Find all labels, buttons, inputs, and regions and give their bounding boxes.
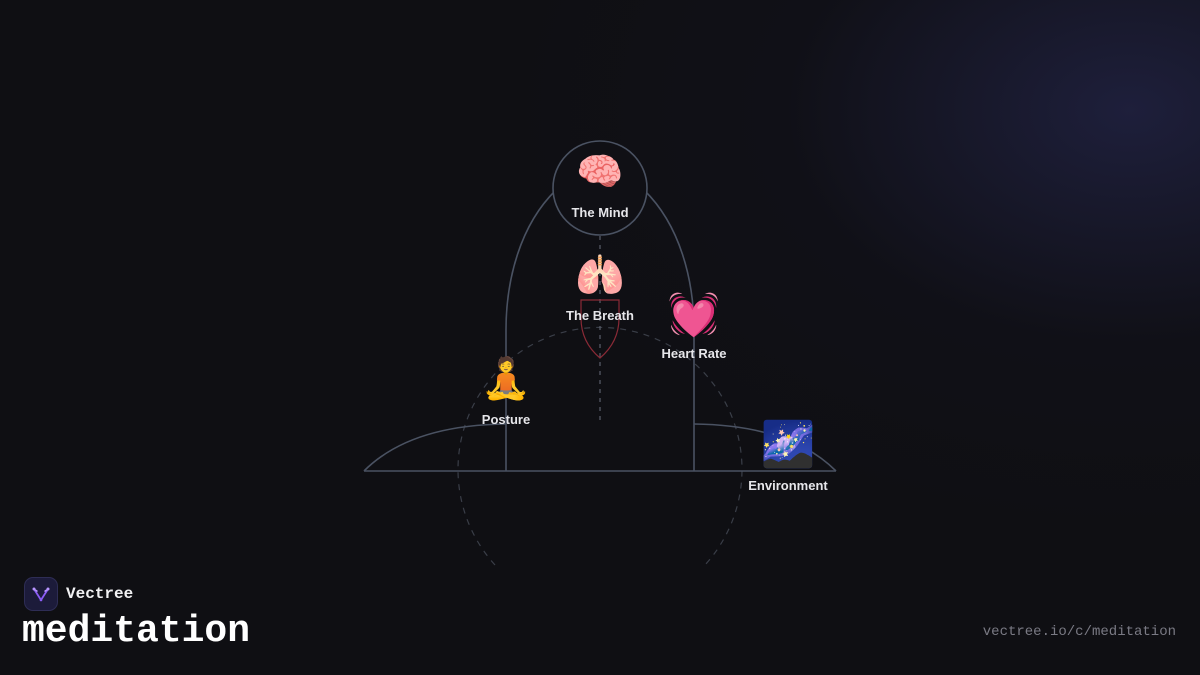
footer-url[interactable]: vectree.io/c/meditation (982, 624, 1176, 640)
vectree-logo-mark (32, 587, 50, 602)
node-the-mind[interactable]: 🧠 The Mind (571, 150, 628, 221)
node-heart-rate[interactable]: 💓 Heart Rate (661, 290, 726, 362)
node-label-the-breath: The Breath (566, 308, 634, 323)
node-the-breath[interactable]: 🫁 The Breath (566, 253, 634, 323)
node-label-posture: Posture (482, 412, 530, 427)
lungs-icon: 🫁 (575, 253, 625, 299)
brand-name: Vectree (66, 585, 134, 603)
node-label-environment: Environment (748, 478, 828, 493)
brand[interactable]: Vectree (24, 577, 133, 611)
milky-way-icon: 🌌 (761, 419, 816, 470)
beating-heart-icon: 💓 (668, 290, 720, 339)
brain-icon: 🧠 (576, 150, 623, 194)
right-shoulder-outline (693, 423, 837, 472)
heart-outline (580, 299, 620, 359)
node-posture[interactable]: 🧘 Posture (481, 355, 531, 427)
meditating-person-icon: 🧘 (481, 355, 531, 402)
left-shoulder-outline (363, 423, 507, 472)
node-label-heart-rate: Heart Rate (661, 346, 726, 361)
head-circle (552, 140, 648, 236)
node-label-the-mind: The Mind (571, 205, 628, 220)
right-torso-outline (643, 189, 695, 471)
topic-title: meditation (22, 610, 251, 653)
node-environment[interactable]: 🌌 Environment (748, 419, 828, 493)
left-torso-outline (505, 189, 557, 471)
vectree-logo-icon (24, 577, 58, 611)
